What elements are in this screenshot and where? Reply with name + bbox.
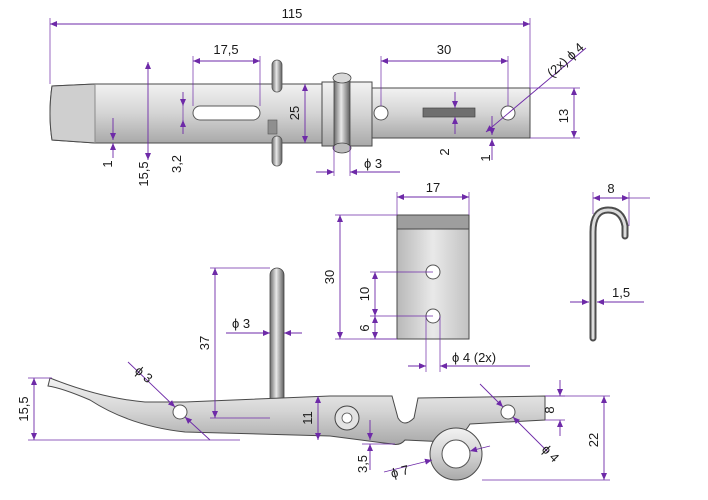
dim-hole-count-diameter: (2x) ϕ 4 xyxy=(544,40,587,81)
dim-slot-width: 3,2 xyxy=(169,155,184,173)
dim-hook-width: 8 xyxy=(607,181,614,196)
top-handle-lower xyxy=(271,135,283,167)
dim-hole-spacing: 10 xyxy=(357,287,372,301)
dim-height-15-5: 15,5 xyxy=(136,161,151,186)
top-slot xyxy=(192,105,261,121)
plate-view-dimensions: 17 30 10 6 ϕ 4 (2x) xyxy=(322,180,530,372)
dim-pin-diameter: ϕ 3 xyxy=(364,156,382,171)
dim-plate-width: 17 xyxy=(426,180,440,195)
dim-hole-right: ϕ 4 xyxy=(539,442,562,465)
plate-view xyxy=(396,214,470,340)
side-hole-left xyxy=(172,404,188,420)
dim-plate-height: 30 xyxy=(322,270,337,284)
dim-tip-height: 15,5 xyxy=(16,396,31,421)
side-view xyxy=(47,267,546,481)
dim-plate-spacing: 30 xyxy=(437,42,451,57)
hook-view-dimensions: 8 1,5 xyxy=(570,181,650,305)
dim-plate-hole-diameter: ϕ 4 (2x) xyxy=(452,350,496,365)
dim-handle-height: 37 xyxy=(197,336,212,350)
top-left-plate-tip xyxy=(49,83,96,144)
dim-slot-length: 17,5 xyxy=(213,42,238,57)
dim-hole-offset: 6 xyxy=(357,324,372,331)
side-hole-right xyxy=(500,404,516,420)
top-pin xyxy=(333,73,351,153)
top-hole-1 xyxy=(373,105,389,121)
dim-height-11: 11 xyxy=(300,411,315,425)
hook-view xyxy=(589,206,629,342)
dim-edge-1-left: 1 xyxy=(100,160,115,167)
top-handle-upper xyxy=(271,59,283,93)
side-handle-rod xyxy=(269,267,285,419)
dim-eye-diameter: ϕ 7 xyxy=(389,462,410,481)
dim-offset-3-5: 3,5 xyxy=(355,455,370,473)
side-view-dimensions: 37 ϕ 3 ϕ 3 15,5 11 3,5 ϕ 7 8 xyxy=(16,267,610,481)
hook-body xyxy=(589,206,629,342)
dim-handle-rod: ϕ 3 xyxy=(232,316,250,331)
dim-slot-2: 2 xyxy=(437,148,452,155)
dim-hook-thickness: 1,5 xyxy=(612,285,630,300)
dim-height-22: 22 xyxy=(586,433,601,447)
dim-pin-left: ϕ 3 xyxy=(132,363,156,386)
dim-width-13: 13 xyxy=(556,109,571,123)
dim-overall-length: 115 xyxy=(282,6,303,21)
top-tab xyxy=(422,107,476,118)
dim-height-8: 8 xyxy=(542,406,557,413)
dim-width-25: 25 xyxy=(287,106,302,120)
dim-edge-1-right: 1 xyxy=(478,154,493,161)
